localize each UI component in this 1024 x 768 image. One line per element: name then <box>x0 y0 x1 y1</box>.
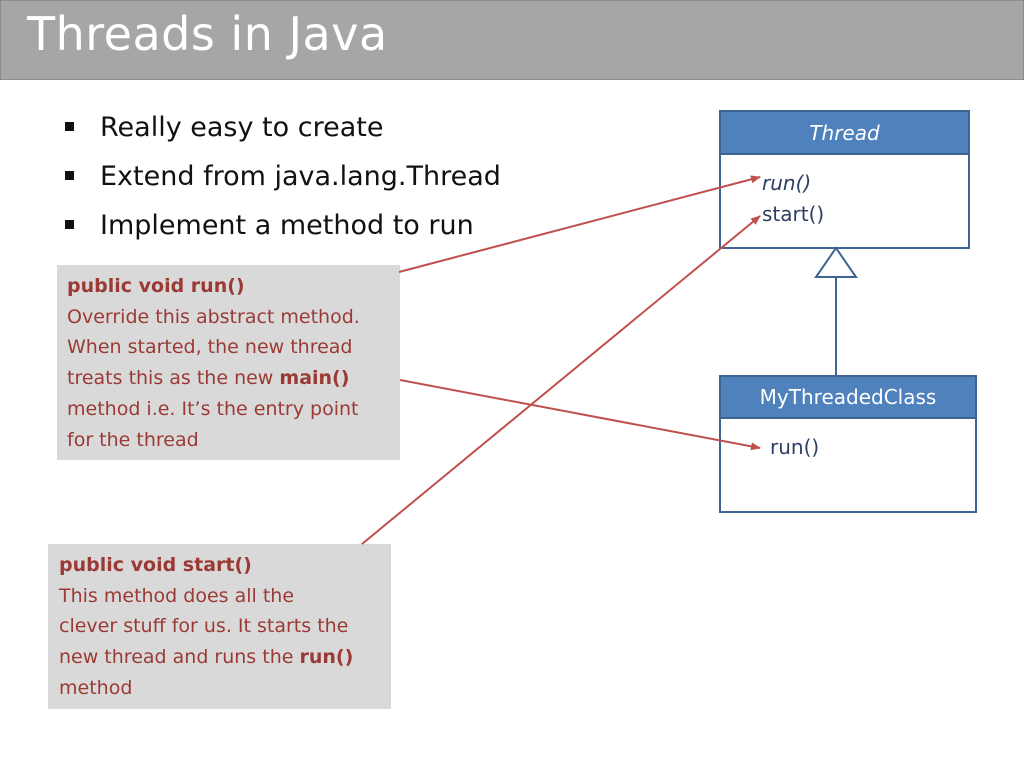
note-line: When started, the new thread <box>67 336 353 359</box>
title-bar: Threads in Java <box>0 0 1024 80</box>
uml-class-mythreadedclass: MyThreadedClass run() <box>719 375 977 513</box>
bullet-text: Implement a method to run <box>100 210 474 241</box>
uml-method-run: run() <box>762 171 812 195</box>
bullet-text: Extend from java.lang.Thread <box>100 161 501 192</box>
note-line: This method does all the <box>59 584 295 607</box>
note-line: method <box>59 676 133 699</box>
uml-class-thread: Thread run() start() <box>719 110 970 249</box>
square-bullet-icon <box>65 122 74 131</box>
uml-method-start: start() <box>762 202 825 226</box>
note-line: clever stuff for us. It starts the <box>59 615 349 638</box>
note-emphasis: main() <box>279 367 350 390</box>
note-text: treats this as the new <box>67 367 280 390</box>
arrow-run-note-to-thread-run <box>398 175 761 273</box>
arrow-run-note-to-my-run <box>399 379 761 451</box>
square-bullet-icon <box>65 220 74 229</box>
note-line: treats this as the new main() <box>67 363 400 394</box>
inheritance-triangle-icon <box>814 246 858 278</box>
note-heading: public void run() <box>67 275 245 297</box>
arrow-start-note-to-thread-start <box>361 215 761 545</box>
uml-class-name: MyThreadedClass <box>721 377 975 419</box>
uml-class-name: Thread <box>721 112 968 155</box>
note-line: new thread and runs the run() <box>59 642 391 673</box>
uml-method-run: run() <box>770 435 820 459</box>
start-method-note: public void start() This method does all… <box>48 544 391 709</box>
square-bullet-icon <box>65 171 74 180</box>
note-text: new thread and runs the <box>59 646 300 669</box>
slide-title: Threads in Java <box>27 7 388 61</box>
note-line: Override this abstract method. <box>67 305 360 328</box>
run-method-note: public void run() Override this abstract… <box>57 265 400 460</box>
note-emphasis: run() <box>299 646 354 669</box>
note-line: method i.e. It’s the entry point <box>67 397 359 420</box>
note-line: for the thread <box>67 428 199 451</box>
note-heading: public void start() <box>59 554 252 576</box>
bullet-text: Really easy to create <box>100 112 384 143</box>
